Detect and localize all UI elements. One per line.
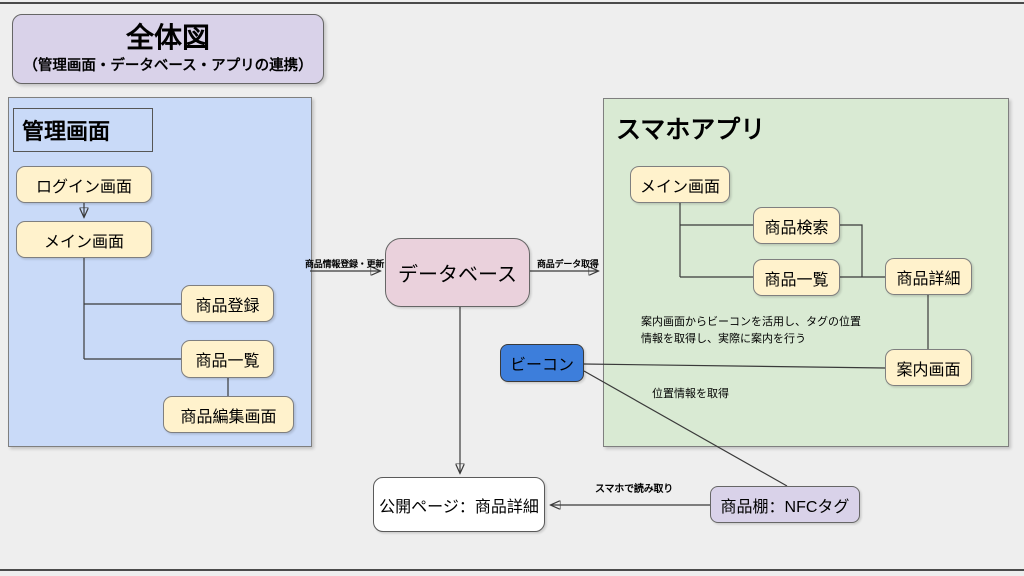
node-login-screen[interactable]: ログイン画面 — [16, 166, 152, 203]
node-admin-main-screen-label: メイン画面 — [43, 233, 124, 251]
admin-panel[interactable] — [8, 97, 312, 447]
node-beacon-label: ビーコン — [509, 357, 574, 374]
node-guide-screen[interactable]: 案内画面 — [885, 349, 972, 386]
smartphone-app-title: スマホアプリ — [616, 116, 766, 144]
node-admin-product-list-label: 商品一覧 — [195, 353, 260, 370]
slide-top-edge — [0, 2, 1024, 4]
node-product-search[interactable]: 商品検索 — [753, 207, 840, 244]
node-database-label: データベース — [398, 264, 517, 286]
diagram-title: 全体図 — [125, 21, 210, 53]
edge-label-get-location: 位置情報を取得 — [652, 388, 729, 400]
node-admin-main-screen[interactable]: メイン画面 — [16, 221, 152, 258]
node-public-page-label: 公開ページ：商品詳細 — [379, 498, 539, 516]
diagram-title-box[interactable]: 全体図 （管理画面・データベース・アプリの連携） — [12, 14, 324, 84]
diagram-subtitle: （管理画面・データベース・アプリの連携） — [23, 58, 313, 75]
node-shelf-nfc-tag-label: 商品棚：NFCタグ — [720, 498, 850, 516]
app-panel-note: 案内画面からビーコンを活用し、タグの位置 情報を取得し、実際に案内を行う — [641, 316, 861, 345]
node-database[interactable]: データベース — [385, 238, 530, 307]
slide-bottom-edge — [0, 569, 1024, 571]
node-product-register[interactable]: 商品登録 — [181, 285, 274, 322]
node-product-edit-screen-label: 商品編集画面 — [180, 408, 277, 426]
node-beacon[interactable]: ビーコン — [500, 344, 584, 382]
edge-label-smartphone-read: スマホで読み取り — [595, 484, 674, 495]
admin-panel-title: 管理画面 — [22, 119, 111, 144]
node-app-product-list[interactable]: 商品一覧 — [753, 259, 840, 296]
admin-panel-title-box[interactable]: 管理画面 — [13, 108, 153, 152]
node-guide-screen-label: 案内画面 — [896, 361, 961, 379]
node-admin-product-list[interactable]: 商品一覧 — [181, 340, 274, 378]
edge-label-fetch-data: 商品データ取得 — [537, 259, 599, 269]
node-app-product-list-label: 商品一覧 — [764, 271, 829, 289]
node-public-page-product-detail[interactable]: 公開ページ：商品詳細 — [373, 477, 545, 532]
edge-label-register-update: 商品情報登録・更新 — [305, 259, 385, 269]
node-product-register-label: 商品登録 — [195, 297, 260, 315]
node-product-detail-label: 商品詳細 — [896, 270, 961, 288]
node-product-detail[interactable]: 商品詳細 — [885, 258, 972, 295]
node-app-main-screen-label: メイン画面 — [639, 178, 720, 196]
node-product-search-label: 商品検索 — [764, 219, 829, 237]
node-shelf-nfc-tag[interactable]: 商品棚：NFCタグ — [710, 486, 860, 523]
node-app-main-screen[interactable]: メイン画面 — [630, 166, 730, 203]
node-login-screen-label: ログイン画面 — [35, 178, 132, 196]
node-product-edit-screen[interactable]: 商品編集画面 — [163, 396, 294, 433]
